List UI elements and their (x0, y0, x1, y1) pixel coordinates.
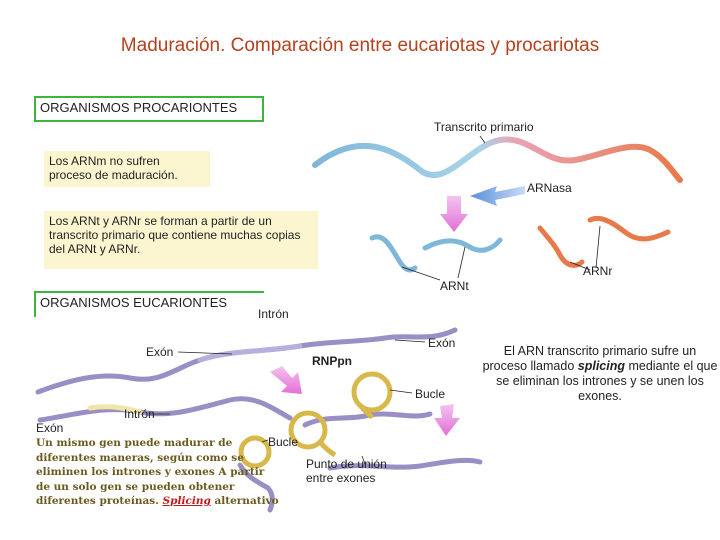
prokaryotes-header-text: ORGANISMOS PROCARIONTES (40, 100, 238, 115)
alternative-splicing-tail: alternativo (214, 495, 279, 507)
splicing-description: El ARN transcrito primario sufre un proc… (482, 344, 718, 404)
eukaryotes-header: ORGANISMOS EUCARIONTES (34, 291, 264, 317)
pre-mrna-intron-segment (197, 343, 303, 363)
rrna-pointer-2 (595, 225, 601, 269)
loop-bottom-pointer (261, 439, 269, 443)
trna-fragment-2 (422, 237, 503, 253)
alt-intron-loop (238, 435, 272, 469)
junction-pointer (361, 455, 366, 465)
label-exon-bottom: Exón (36, 421, 64, 435)
label-loop-bottom: Bucle (268, 435, 299, 449)
label-rnase: ARNasa (527, 181, 572, 195)
trna-pointer-2 (457, 246, 466, 279)
pre-mrna-strand (35, 327, 458, 395)
label-exon-left: Exón (146, 345, 174, 359)
note-no-maturation-text: Los ARNm no sufren proceso de maduración… (49, 154, 178, 182)
primary-transcript-pointer (479, 135, 486, 144)
loop-right-pointer (389, 389, 413, 394)
page-title: Maduración. Comparación entre eucariotas… (120, 35, 600, 56)
label-intron-bottom: Intrón (124, 407, 155, 421)
alternative-splicing-main: Un mismo gen puede madurar de diferentes… (36, 437, 265, 507)
splice-arrow (434, 404, 460, 436)
mature-mrna-strand (327, 457, 483, 471)
label-trna: ARNt (440, 279, 469, 293)
rrna-fragment-2 (587, 215, 671, 242)
cleavage-arrow (440, 196, 468, 232)
note-trna-rrna: Los ARNt y ARNr se forman a partir de un… (44, 211, 318, 269)
alternative-splicing-note: Un mismo gen puede madurar de diferentes… (36, 436, 281, 509)
excised-intron-loop (288, 410, 328, 450)
label-rnppn: RNPpn (312, 354, 352, 368)
rrna-fragment-1 (537, 225, 585, 268)
label-exon-right: Exón (428, 336, 456, 350)
splicing-word: splicing (577, 359, 625, 373)
exon-right-pointer (394, 339, 426, 343)
eukaryotes-header-text: ORGANISMOS EUCARIONTES (40, 295, 228, 310)
label-primary-transcript: Transcrito primario (434, 120, 534, 134)
lariat-loop (351, 371, 393, 413)
note-trna-rrna-text: Los ARNt y ARNr se forman a partir de un… (49, 214, 301, 256)
note-no-maturation: Los ARNm no sufren proceso de maduración… (44, 151, 210, 187)
alternative-splicing-em: Splicing (162, 495, 211, 507)
label-loop-right: Bucle (415, 387, 446, 401)
splicing-desc-pre: El ARN transcrito primario sufre un proc… (482, 344, 697, 373)
trna-fragment-1 (369, 234, 418, 273)
prokaryotes-header: ORGANISMOS PROCARIONTES (34, 96, 264, 122)
alt-pre-mrna-highlight (87, 404, 143, 415)
lariat-tail (357, 403, 375, 420)
label-junction: Punto de unión entre exones (306, 457, 387, 485)
trna-pointer-1 (401, 266, 441, 281)
excised-intron-tail (318, 440, 337, 458)
primary-transcript-strand (312, 136, 683, 183)
splicing-desc-post: mediante el que se eliminan los intrones… (496, 359, 718, 403)
alt-exon-strand (237, 462, 275, 513)
rnppn-arrow (270, 366, 302, 394)
label-rrna: ARNr (583, 264, 613, 278)
rnase-arrow (470, 186, 525, 206)
alt-pre-mrna-strand (37, 396, 293, 423)
label-intron-top: Intrón (258, 307, 289, 321)
rrna-pointer-1 (569, 261, 591, 271)
exon-left-pointer (177, 351, 233, 355)
